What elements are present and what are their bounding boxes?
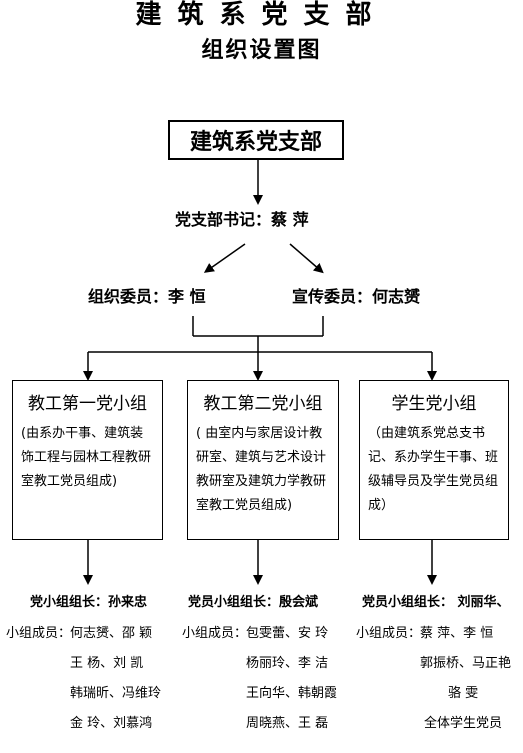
- group-1-members-label: 小组成员：: [6, 626, 72, 641]
- group-2-member-row: 王向华、韩朝霞: [246, 686, 338, 701]
- group-3-member-row: 全体学生党员: [424, 716, 503, 731]
- group-box-2: 教工第二党小组 ( 由室内与家居设计教研室、建筑与艺术设计教研室及建筑力学教研室…: [187, 380, 339, 540]
- organization-member-label: 组织委员：李 恒: [88, 287, 206, 306]
- group-2-member-row: 包雯蕾、安 玲: [246, 626, 329, 641]
- group-title: 教工第二党小组: [203, 394, 323, 414]
- group-2-member-row: 杨丽玲、李 洁: [246, 656, 329, 671]
- group-title: 教工第一党小组: [28, 394, 147, 414]
- group-2-member-row: 周晓燕、王 磊: [246, 716, 329, 731]
- diagram-title: 建筑系党支部: [135, 0, 388, 30]
- group-1-member-row: 金 玲、刘慕鸿: [70, 716, 153, 731]
- group-3-member-row: 骆 雯: [448, 686, 479, 701]
- group-description: (由系办干事、建筑装饰工程与园林工程教研室教工党员组成): [21, 426, 152, 489]
- secretary-label: 党支部书记：蔡 萍: [175, 210, 309, 229]
- arrow-to-propaganda: [289, 243, 324, 274]
- group-1-member-row: 王 杨、刘 凯: [70, 656, 144, 671]
- group-3-members-label: 小组成员：: [356, 626, 422, 641]
- group-box-1: 教工第一党小组 (由系办干事、建筑装饰工程与园林工程教研室教工党员组成): [12, 380, 163, 540]
- propaganda-member-label: 宣传委员：何志赟: [292, 287, 421, 306]
- group-box-3: 学生党小组 （由建筑系党总支书记、系办学生干事、班级辅导员及学生党员组成）: [359, 380, 509, 540]
- group-3-member-row: 蔡 萍、李 恒: [420, 626, 494, 641]
- group-description: （由建筑系党总支书记、系办学生干事、班级辅导员及学生党员组成）: [368, 426, 499, 513]
- group-3-leader: 党员小组组长： 刘丽华、: [362, 595, 510, 610]
- root-node-label: 建筑系党支部: [189, 129, 322, 155]
- group-3-member-row: 郭振桥、马正艳: [420, 656, 512, 671]
- arrow-to-organization: [203, 243, 246, 273]
- group-1-member-row: 何志赟、邵 颖: [70, 626, 153, 641]
- group-1-leader: 党小组组长：孙来忠: [30, 595, 148, 610]
- diagram-subtitle: 组织设置图: [201, 37, 322, 63]
- group-description: ( 由室内与家居设计教研室、建筑与艺术设计教研室及建筑力学教研室教工党员组成): [196, 426, 327, 513]
- group-2-leader: 党员小组组长：殷会斌: [188, 595, 319, 610]
- group-title: 学生党小组: [391, 394, 477, 414]
- group-1-member-row: 韩瑞昕、冯维玲: [70, 686, 162, 701]
- root-node: 建筑系党支部: [168, 120, 344, 160]
- group-2-members-label: 小组成员：: [182, 626, 248, 641]
